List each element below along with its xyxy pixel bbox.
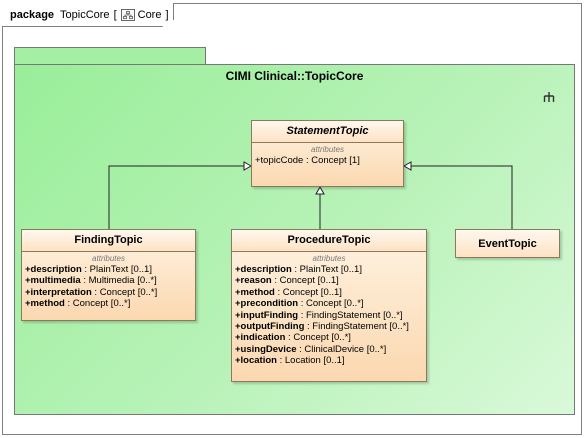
class-statement-topic[interactable]: StatementTopic attributes +topicCode : C…: [251, 120, 404, 187]
attribute-row: +method : Concept [0..*]: [25, 298, 131, 310]
attribute-row: +outputFinding : FindingStatement [0..*]: [235, 321, 409, 333]
generalization-finding-to-statement: [108, 165, 245, 229]
class-name: StatementTopic: [252, 121, 403, 143]
attribute-row: +location : Location [0..1]: [235, 355, 345, 367]
generalization-arrowhead-event: [402, 161, 412, 171]
package-hierarchy-icon: [543, 92, 555, 102]
attribute-row: +multimedia : Multimedia [0..*]: [25, 275, 157, 287]
class-name: FindingTopic: [22, 230, 195, 252]
attribute-row: +description : PlainText [0..1]: [235, 264, 362, 275]
package-tab: [14, 47, 206, 65]
attributes-compartment-label: attributes: [311, 145, 344, 154]
package-title: CIMI Clinical::TopicCore: [225, 69, 364, 83]
frame-bracket-open: [: [113, 8, 117, 21]
frame-package-name: TopicCore: [60, 8, 110, 21]
attribute-row: +inputFinding : FindingStatement [0..*]: [235, 309, 403, 321]
frame-diagram-name: Core: [137, 8, 162, 21]
class-procedure-topic[interactable]: ProcedureTopic attributes +description :…: [231, 229, 427, 382]
attributes-compartment-label: attributes: [92, 254, 125, 263]
attributes-compartment-label: attributes: [312, 254, 346, 263]
frame-keyword: package: [10, 8, 55, 21]
diagram-frame-header: package TopicCore [ Core ]: [2, 3, 174, 27]
attribute-row: +indication : Concept [0..*]: [235, 332, 351, 344]
attribute-row: +precondition : Concept [0..*]: [235, 298, 364, 310]
attribute-row: +method : Concept [0..1]: [235, 286, 342, 298]
class-name: ProcedureTopic: [232, 230, 426, 252]
class-event-topic[interactable]: EventTopic: [455, 229, 560, 258]
attribute-row: +reason : Concept [0..1]: [235, 275, 339, 287]
generalization-event-to-statement: [410, 165, 513, 229]
class-diagram-icon: [120, 8, 135, 21]
attribute-row: +topicCode : Concept [1]: [255, 155, 360, 166]
attribute-row: +usingDevice : ClinicalDevice [0..*]: [235, 343, 387, 355]
attribute-row: +description : PlainText [0..1]: [25, 264, 152, 275]
frame-bracket-close: ]: [165, 8, 169, 21]
attribute-row: +interpretation : Concept [0..*]: [25, 286, 158, 298]
class-name: EventTopic: [456, 230, 559, 257]
generalization-arrowhead-finding: [243, 161, 253, 171]
generalization-arrowhead-procedure: [315, 185, 325, 195]
class-finding-topic[interactable]: FindingTopic attributes +description : P…: [21, 229, 196, 321]
